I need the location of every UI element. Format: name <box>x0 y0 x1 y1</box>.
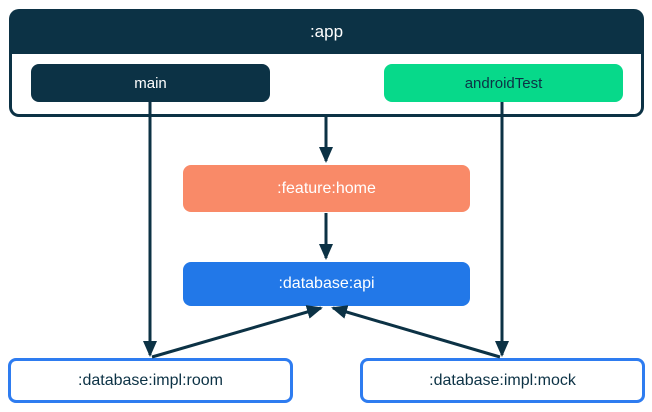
node-feature-home: :feature:home <box>183 165 470 212</box>
node-database-api: :database:api <box>183 262 470 306</box>
node-main-source-set: main <box>31 64 270 102</box>
node-androidtest-source-set: androidTest <box>384 64 623 102</box>
edge-database-impl-room-to-database-api <box>151 305 323 359</box>
edge-database-impl-mock-to-database-api <box>331 305 501 359</box>
app-module-title: :app <box>309 21 344 41</box>
node-database-impl-mock: :database:impl:mock <box>360 358 645 403</box>
node-database-impl-room: :database:impl:room <box>8 358 293 403</box>
